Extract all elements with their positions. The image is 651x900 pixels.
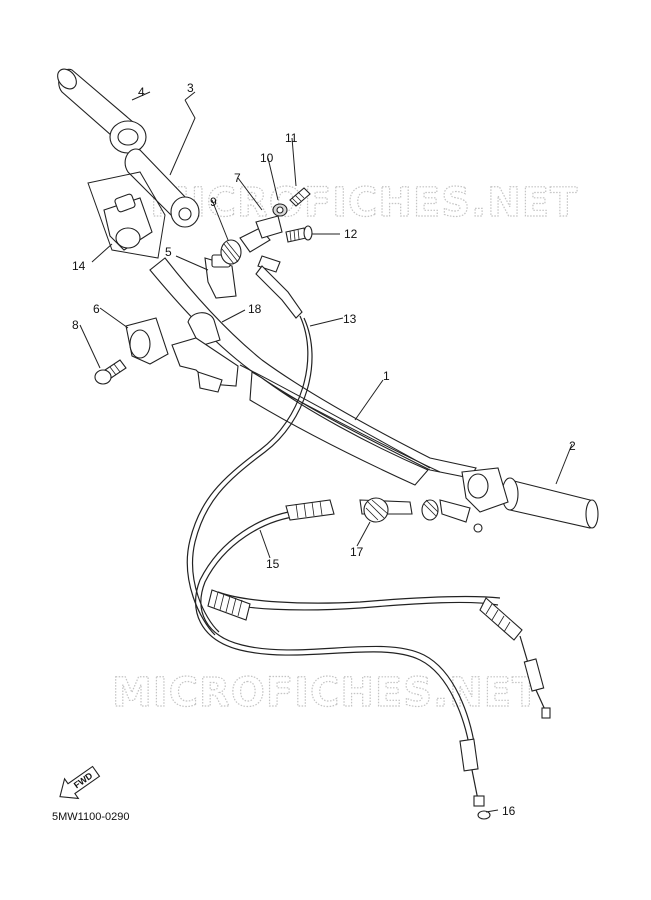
grip-left	[57, 68, 147, 154]
callout-18: 18	[248, 302, 262, 316]
leader-lines	[79, 91, 573, 813]
callout-17: 17	[350, 545, 364, 559]
callout-8: 8	[72, 318, 79, 332]
screw-10	[272, 203, 288, 217]
callout-2: 2	[569, 439, 576, 453]
watermark-bottom: MICROFICHES.NET	[112, 670, 540, 716]
callout-1: 1	[383, 369, 390, 383]
callout-14: 14	[72, 259, 86, 273]
screw-11	[289, 187, 311, 207]
clutch-cable	[195, 497, 491, 820]
callout-4: 4	[138, 85, 145, 99]
grip-right	[501, 477, 599, 529]
callout-12: 12	[344, 227, 358, 241]
callout-9: 9	[210, 195, 217, 209]
callout-11: 11	[285, 131, 298, 145]
housing-outline	[87, 171, 166, 259]
holder-left	[125, 317, 169, 365]
throttle-cable	[186, 265, 551, 719]
cable-guide-parts	[220, 215, 283, 273]
throttle-housing	[103, 193, 153, 251]
watermark-top: MICROFICHES.NET	[150, 180, 578, 226]
callout-10: 10	[260, 151, 274, 165]
callout-15: 15	[266, 557, 280, 571]
callouts: 1 2 3 4 5 6 7 8 9 10 11 12 13 14 15 16 1…	[72, 81, 576, 818]
switch-bracket	[171, 312, 239, 393]
diagram-code: 5MW1100-0290	[52, 811, 129, 823]
callout-16: 16	[502, 804, 516, 818]
callout-5: 5	[165, 245, 172, 259]
handlebar	[149, 257, 477, 486]
callout-7: 7	[234, 171, 241, 185]
fwd-arrow-icon: FWD	[59, 765, 101, 800]
callout-13: 13	[343, 312, 357, 326]
bolt-8	[94, 359, 127, 385]
clutch-perch	[421, 467, 509, 533]
throttle-tube	[124, 99, 200, 228]
screw-12	[285, 225, 313, 243]
callout-3: 3	[187, 81, 194, 95]
callout-6: 6	[93, 302, 100, 316]
